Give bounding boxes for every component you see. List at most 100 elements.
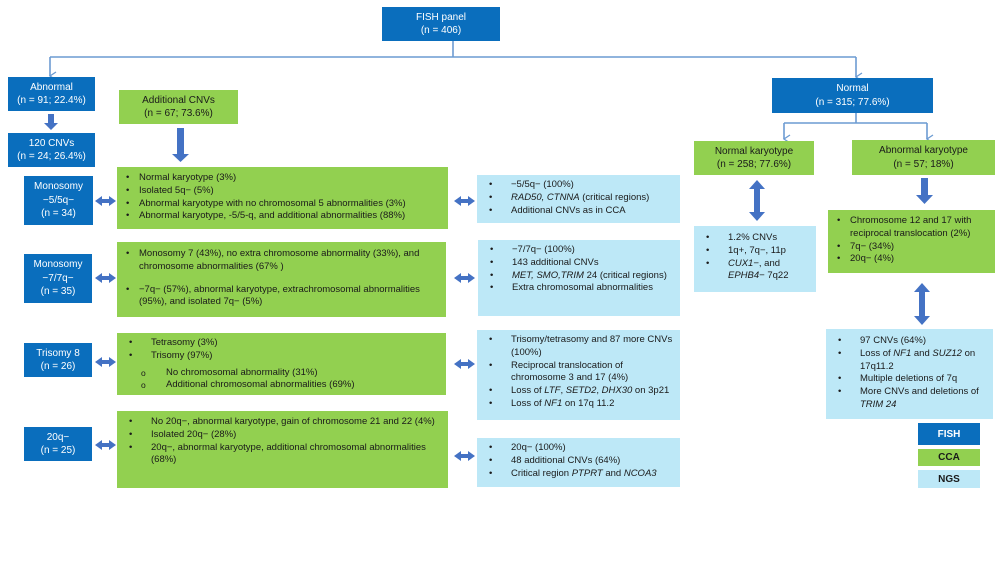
text: , and	[758, 257, 781, 269]
double-arrow-row1-cca-ngs	[454, 196, 475, 206]
additional-cnvs-box: Additional CNVs (n = 67; 73.6%)	[119, 90, 238, 124]
list-item: Extra chromosomal abnormalities	[486, 282, 674, 295]
gene-names: MET, SMO,TRIM	[512, 269, 584, 281]
legend-fish: FISH	[918, 423, 980, 445]
gene-ephb4: EPHB4−	[728, 270, 765, 282]
abnormal-karyotype-label: Abnormal karyotype	[879, 145, 968, 156]
list-item: Isolated 5q− (5%)	[125, 185, 442, 198]
monosomy-5-ngs-box: −5/5q− (100%) RAD50, CTNNA (critical reg…	[477, 175, 680, 223]
monosomy-5-box: Monosomy −5/5q− (n = 34)	[24, 176, 93, 225]
double-arrow-row4-fish-cca	[95, 440, 116, 450]
list-item: Loss of NF1 on 17q 11.2	[485, 398, 674, 411]
list-item: Trisomy (97%)	[125, 350, 440, 363]
text: Critical region	[511, 467, 572, 479]
normal-karyotype-box: Normal karyotype (n = 258; 77.6%)	[694, 141, 814, 175]
list-item: Chromosome 12 and 17 with reciprocal tra…	[836, 215, 989, 241]
text: More CNVs and deletions of	[860, 386, 979, 398]
cnvs-120-label: 120 CNVs	[28, 137, 75, 149]
list-item: Reciprocal translocation of chromosome 3…	[485, 360, 674, 386]
text: Loss of	[511, 385, 545, 397]
arrow-down-abnormal	[44, 114, 58, 130]
normal-karyotype-count: (n = 258; 77.6%)	[716, 159, 792, 170]
monosomy-7-line1: Monosomy	[33, 259, 83, 271]
double-arrow-row1-fish-cca	[95, 196, 116, 206]
normal-karyotype-ngs-box: 1.2% CNVs 1q+, 7q−, 11p CUX1−, andEPHB4−…	[694, 226, 816, 292]
double-arrow-normal-karyotype	[749, 180, 765, 221]
monosomy-7-box: Monosomy −7/7q− (n = 35)	[24, 254, 92, 303]
text: ,	[560, 385, 566, 397]
gene-suz12: SUZ12	[932, 347, 962, 359]
double-arrow-abnormal-karyotype	[914, 283, 930, 325]
list-item: MET, SMO,TRIM 24 (critical regions)	[486, 270, 674, 283]
list-item: −5/5q− (100%)	[485, 179, 674, 192]
list-item: 20q− (4%)	[836, 253, 989, 266]
fish-panel-count: (n = 406)	[420, 25, 462, 36]
trisomy-8-ngs-box: Trisomy/tetrasomy and 87 more CNVs (100%…	[477, 330, 680, 420]
gene-nf1: NF1	[893, 347, 912, 359]
additional-cnvs-label: Additional CNVs	[142, 94, 215, 106]
trisomy-8-cca-box: Tetrasomy (3%) Trisomy (97%) No chromoso…	[117, 333, 446, 395]
normal-karyotype-label: Normal karyotype	[714, 145, 794, 157]
gene-nf1: NF1	[544, 398, 563, 410]
del-20q-count: (n = 25)	[40, 445, 76, 456]
abnormal-karyotype-count: (n = 57; 18%)	[893, 158, 954, 170]
sub-list-item: No chromosomal abnormality (31%)	[125, 367, 440, 380]
gene-trim24: TRIM 24	[860, 399, 897, 411]
del-20q-cca-box: No 20q−, abnormal karyotype, gain of chr…	[117, 411, 448, 488]
list-item: RAD50, CTNNA (critical regions)	[485, 192, 674, 205]
list-item: −7/7q− (100%)	[486, 244, 674, 257]
text: 7q22	[764, 270, 789, 282]
list-item: 143 additional CNVs	[486, 257, 674, 270]
list-item: 1.2% CNVs	[702, 232, 810, 245]
list-item: 7q− (34%)	[836, 241, 989, 254]
fish-panel-label: FISH panel	[415, 11, 467, 23]
del-20q-box: 20q− (n = 25)	[24, 427, 92, 461]
text: on 17q 11.2	[562, 398, 615, 410]
gene-ltf: LTF	[544, 385, 561, 397]
legend-cca: CCA	[918, 449, 980, 466]
abnormal-karyotype-cca-box: Chromosome 12 and 17 with reciprocal tra…	[828, 210, 995, 273]
text: and	[911, 347, 933, 359]
text: ,	[596, 385, 602, 397]
legend-ngs-label: NGS	[938, 473, 960, 485]
list-item-text: (critical regions)	[579, 191, 650, 203]
abnormal-box: Abnormal (n = 91; 22.4%)	[8, 77, 95, 111]
cnvs-120-box: 120 CNVs (n = 24; 26.4%)	[8, 133, 95, 167]
fish-panel-box: FISH panel (n = 406)	[382, 7, 500, 41]
abnormal-karyotype-box: Abnormal karyotype (n = 57; 18%)	[852, 140, 995, 175]
del-20q-ngs-box: 20q− (100%) 48 additional CNVs (64%) Cri…	[477, 438, 680, 487]
list-item: 97 CNVs (64%)	[834, 335, 987, 348]
double-arrow-row4-cca-ngs	[454, 451, 475, 461]
legend-fish-label: FISH	[937, 428, 961, 440]
list-item: 20q−, abnormal karyotype, additional chr…	[125, 442, 442, 468]
arrow-down-abnormal-karyotype	[916, 178, 933, 204]
double-arrow-row2-cca-ngs	[454, 273, 475, 283]
abnormal-count: (n = 91; 22.4%)	[17, 95, 86, 106]
text: and	[602, 467, 624, 479]
double-arrow-row2-fish-cca	[95, 273, 116, 283]
monosomy-7-count: (n = 35)	[40, 286, 76, 298]
monosomy-7-cca-box: Monosomy 7 (43%), no extra chromosome ab…	[117, 242, 446, 317]
monosomy-5-line1: Monosomy	[34, 181, 83, 193]
list-item-text: 24 (critical regions)	[583, 269, 667, 281]
list-item: Monosomy 7 (43%), no extra chromosome ab…	[125, 248, 440, 274]
trisomy-8-box: Trisomy 8 (n = 26)	[24, 343, 92, 377]
monosomy-7-line2: −7/7q−	[42, 272, 74, 284]
list-item: Loss of LTF, SETD2, DHX30 on 3p21	[485, 385, 674, 398]
trisomy-8-count: (n = 26)	[40, 361, 76, 372]
abnormal-label: Abnormal	[30, 81, 73, 93]
list-item: No 20q−, abnormal karyotype, gain of chr…	[125, 416, 442, 429]
list-item: Normal karyotype (3%)	[125, 172, 442, 185]
additional-cnvs-count: (n = 67; 73.6%)	[144, 108, 213, 119]
text: on 17q11.2	[860, 347, 976, 372]
normal-label: Normal	[836, 83, 869, 94]
list-item: Critical region PTPRT and NCOA3	[485, 468, 674, 481]
gene-cux1: CUX1−	[728, 257, 759, 269]
sub-list-item: Additional chromosomal abnormalities (69…	[125, 379, 440, 392]
monosomy-7-ngs-box: −7/7q− (100%) 143 additional CNVs MET, S…	[478, 240, 680, 316]
monosomy-5-cca-box: Normal karyotype (3%) Isolated 5q− (5%) …	[117, 167, 448, 229]
list-item: More CNVs and deletions of TRIM 24	[834, 386, 987, 412]
list-item: Abnormal karyotype with no chromosomal 5…	[125, 198, 442, 211]
monosomy-5-count: (n = 34)	[41, 208, 76, 220]
